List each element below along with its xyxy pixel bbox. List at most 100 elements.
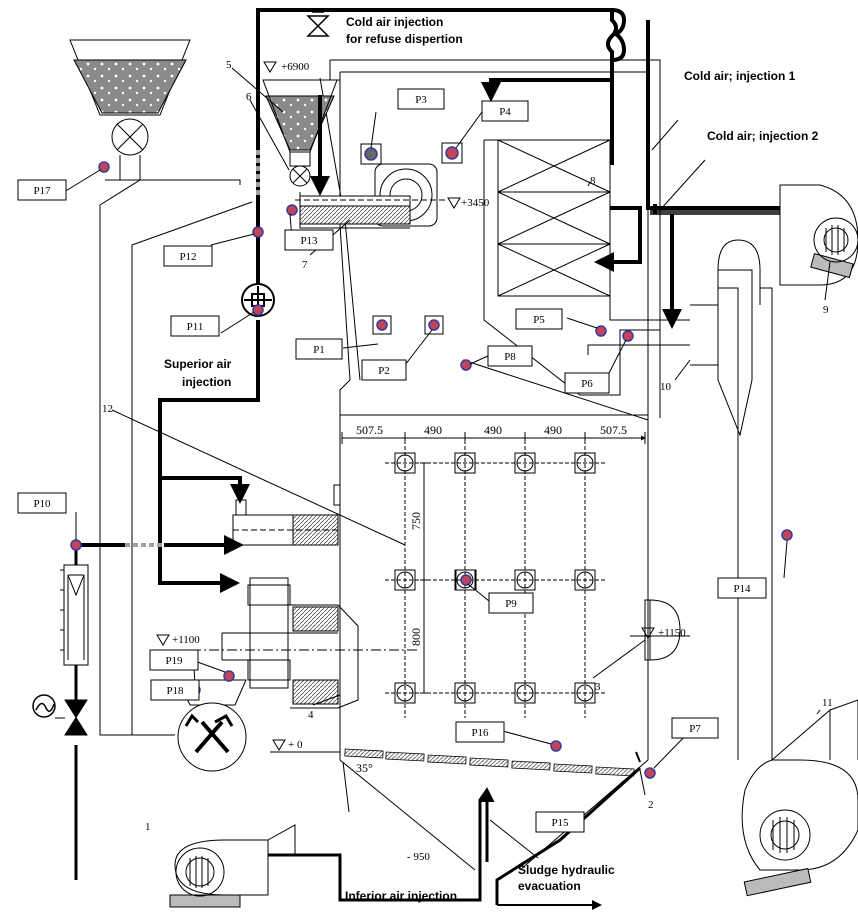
probe-label-texts: P1 P2 P3 P4 P5 P6 P7 P8 P9 P10 P11 P12 P… [33, 94, 751, 829]
storage-hopper [69, 39, 253, 736]
probe-label-p9: P9 [505, 598, 517, 610]
dashed-pipes [125, 150, 260, 547]
probe-box-p16 [455, 721, 505, 743]
probe-label-p17: P17 [33, 185, 51, 197]
fan-9 [779, 184, 858, 286]
dim-angle: 35° [356, 761, 373, 775]
elevation-3450: +3450 [461, 197, 490, 209]
feed-hopper [262, 79, 338, 187]
dim-507-right: 507.5 [600, 423, 627, 437]
probe-label-p16: P16 [471, 727, 489, 739]
probe-box-p15 [535, 811, 585, 833]
probe-dot-p13 [286, 204, 298, 216]
note-sludge-2: evacuation [518, 879, 581, 893]
dim-800: 800 [409, 628, 423, 646]
dimension-labels: 507.5 490 490 490 507.5 750 800 35° [356, 423, 627, 775]
note-cold-air-refuse-1: Cold air injection [346, 15, 443, 29]
dimension-lines [341, 432, 646, 694]
superior-air-damper [241, 283, 275, 317]
probe-box-p4 [481, 100, 529, 122]
probe-box-p3 [397, 88, 445, 110]
probe-dot-p1 [376, 319, 388, 331]
component-4: 4 [308, 709, 314, 721]
air-pipes [80, 8, 780, 910]
probe-dot-p14 [781, 529, 793, 541]
probe-box-p14 [717, 577, 767, 599]
dim-490-b: 490 [484, 423, 502, 437]
probe-box-p11 [170, 315, 220, 337]
probe-label-p14: P14 [733, 583, 751, 595]
probe-dot-p16 [550, 740, 562, 752]
elevation-minus-950: - 950 [407, 851, 430, 863]
elevation-labels: +6900 +3450 +1100 +1150 + 0 - 950 [172, 61, 686, 863]
probe-label-p2: P2 [378, 365, 390, 377]
component-12: 12 [102, 403, 113, 415]
cyclone [690, 239, 773, 760]
probe-label-p19: P19 [165, 655, 183, 667]
probe-dot-p11 [252, 304, 264, 316]
probe-labels [17, 88, 767, 833]
probe-box-p19 [149, 649, 199, 671]
probe-dot-p7 [644, 767, 656, 779]
furnace-body [319, 59, 661, 871]
probe-label-p6: P6 [581, 378, 593, 390]
probe-dot-p10 [70, 539, 82, 551]
note-cold-air-1: Cold air; injection 1 [684, 69, 796, 83]
component-5: 5 [226, 59, 232, 71]
probe-box-p9 [488, 592, 534, 614]
probe-label-p1: P1 [313, 344, 325, 356]
note-superior-air-1: Superior air [164, 357, 232, 371]
note-cold-air-2: Cold air; injection 2 [707, 129, 819, 143]
elevation-1150: +1150 [658, 627, 686, 639]
note-sludge-1: Sludge hydraulic [518, 863, 615, 877]
probe-box-p12 [163, 245, 213, 267]
probe-label-p10: P10 [33, 498, 51, 510]
probe-label-p4: P4 [499, 106, 511, 118]
probe-box-p5 [515, 308, 563, 330]
probe-box-p6 [564, 372, 610, 394]
dim-490-a: 490 [424, 423, 442, 437]
fan-1 [169, 824, 296, 908]
elevation-0: + 0 [288, 739, 303, 751]
note-inferior-air: Inferior air injection [345, 889, 457, 903]
flow-annotations: Cold air injection for refuse dispertion… [164, 15, 819, 903]
component-6: 6 [246, 91, 252, 103]
component-numbers: 1 2 3 4 5 6 7 8 9 10 11 12 [102, 59, 833, 833]
grate [344, 748, 641, 777]
fan-11 [741, 699, 858, 897]
probe-box-p18 [150, 679, 200, 701]
probe-label-p12: P12 [179, 251, 196, 263]
probe-label-p13: P13 [300, 235, 318, 247]
probe-dot-p17 [98, 161, 110, 173]
component-9: 9 [823, 304, 829, 316]
ash-door [333, 484, 681, 661]
nozzle-grid [385, 440, 605, 718]
probe-label-p5: P5 [533, 314, 545, 326]
probe-label-p7: P7 [689, 723, 701, 735]
probe-label-p3: P3 [415, 94, 427, 106]
note-cold-air-refuse-2: for refuse dispertion [346, 32, 463, 46]
probe-box-p2 [361, 359, 407, 381]
probe-label-p11: P11 [187, 321, 204, 333]
dim-490-c: 490 [544, 423, 562, 437]
probe-box-p13 [284, 229, 334, 251]
probe-dot-p3 [364, 147, 378, 161]
leader-lines [63, 67, 831, 859]
probe-markers [70, 146, 793, 779]
probe-dot-p19 [223, 670, 235, 682]
probe-dot-p8 [460, 359, 472, 371]
probe-housings [360, 142, 477, 591]
component-8: 8 [590, 175, 596, 187]
component-3: 3 [595, 681, 601, 693]
note-superior-air-2: injection [182, 375, 231, 389]
component-11: 11 [822, 697, 833, 709]
probe-box-p8 [487, 345, 533, 367]
probe-label-p15: P15 [551, 817, 569, 829]
dim-507-left: 507.5 [356, 423, 383, 437]
probe-box-p17 [17, 179, 67, 201]
component-1: 1 [145, 821, 151, 833]
probe-box-p10 [17, 492, 67, 514]
burner [295, 163, 445, 229]
top-valve [306, 11, 330, 37]
